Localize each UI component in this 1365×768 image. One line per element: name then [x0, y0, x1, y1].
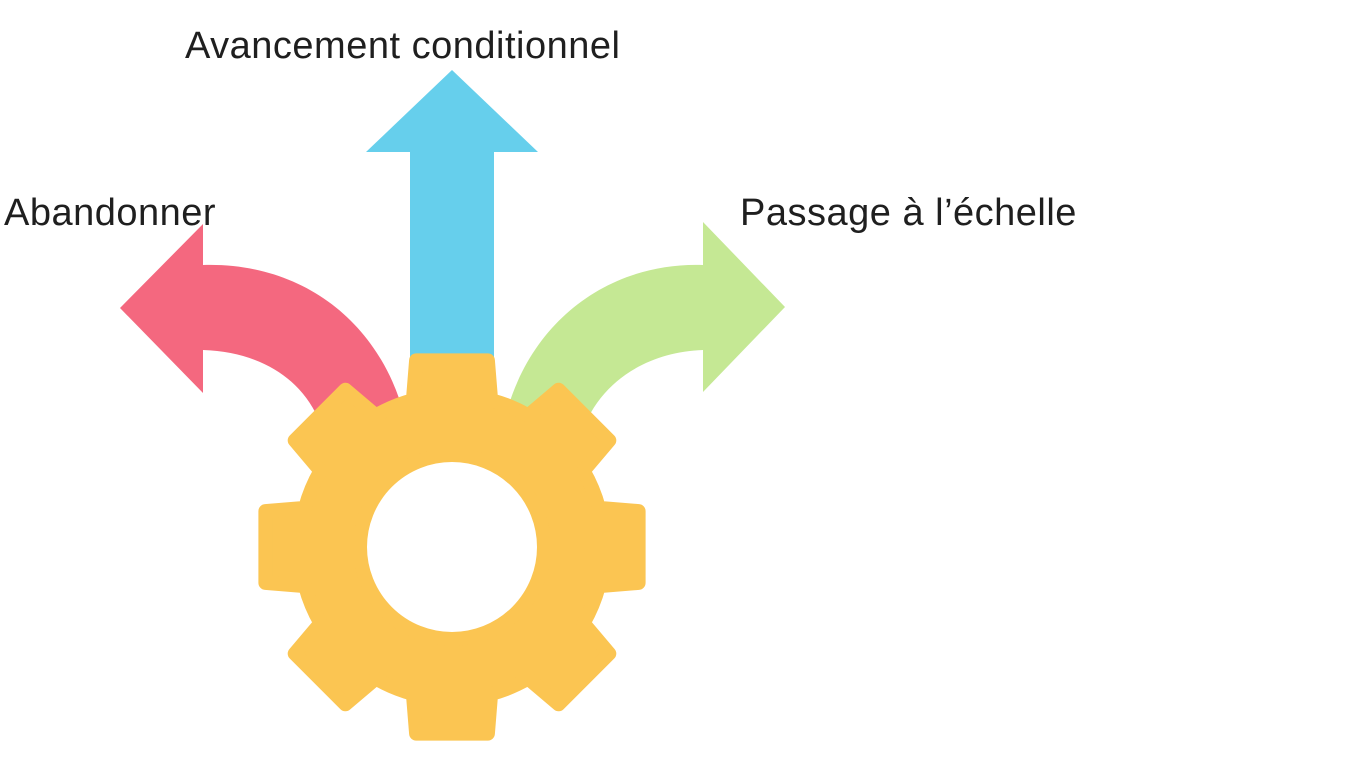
curved-arrow-left-icon: [120, 224, 405, 418]
gear-icon: [258, 353, 646, 741]
label-conditional-advance: Avancement conditionnel: [185, 25, 621, 67]
label-scale-up: Passage à l’échelle: [740, 192, 1077, 234]
left-arrow-shape: [120, 224, 405, 418]
right-arrow-shape: [505, 222, 785, 418]
arrow-up-icon: [366, 70, 538, 420]
up-arrow-shape: [366, 70, 538, 420]
gear-shape: [258, 353, 646, 741]
curved-arrow-right-icon: [505, 222, 785, 418]
label-abandon: Abandonner: [4, 192, 217, 234]
